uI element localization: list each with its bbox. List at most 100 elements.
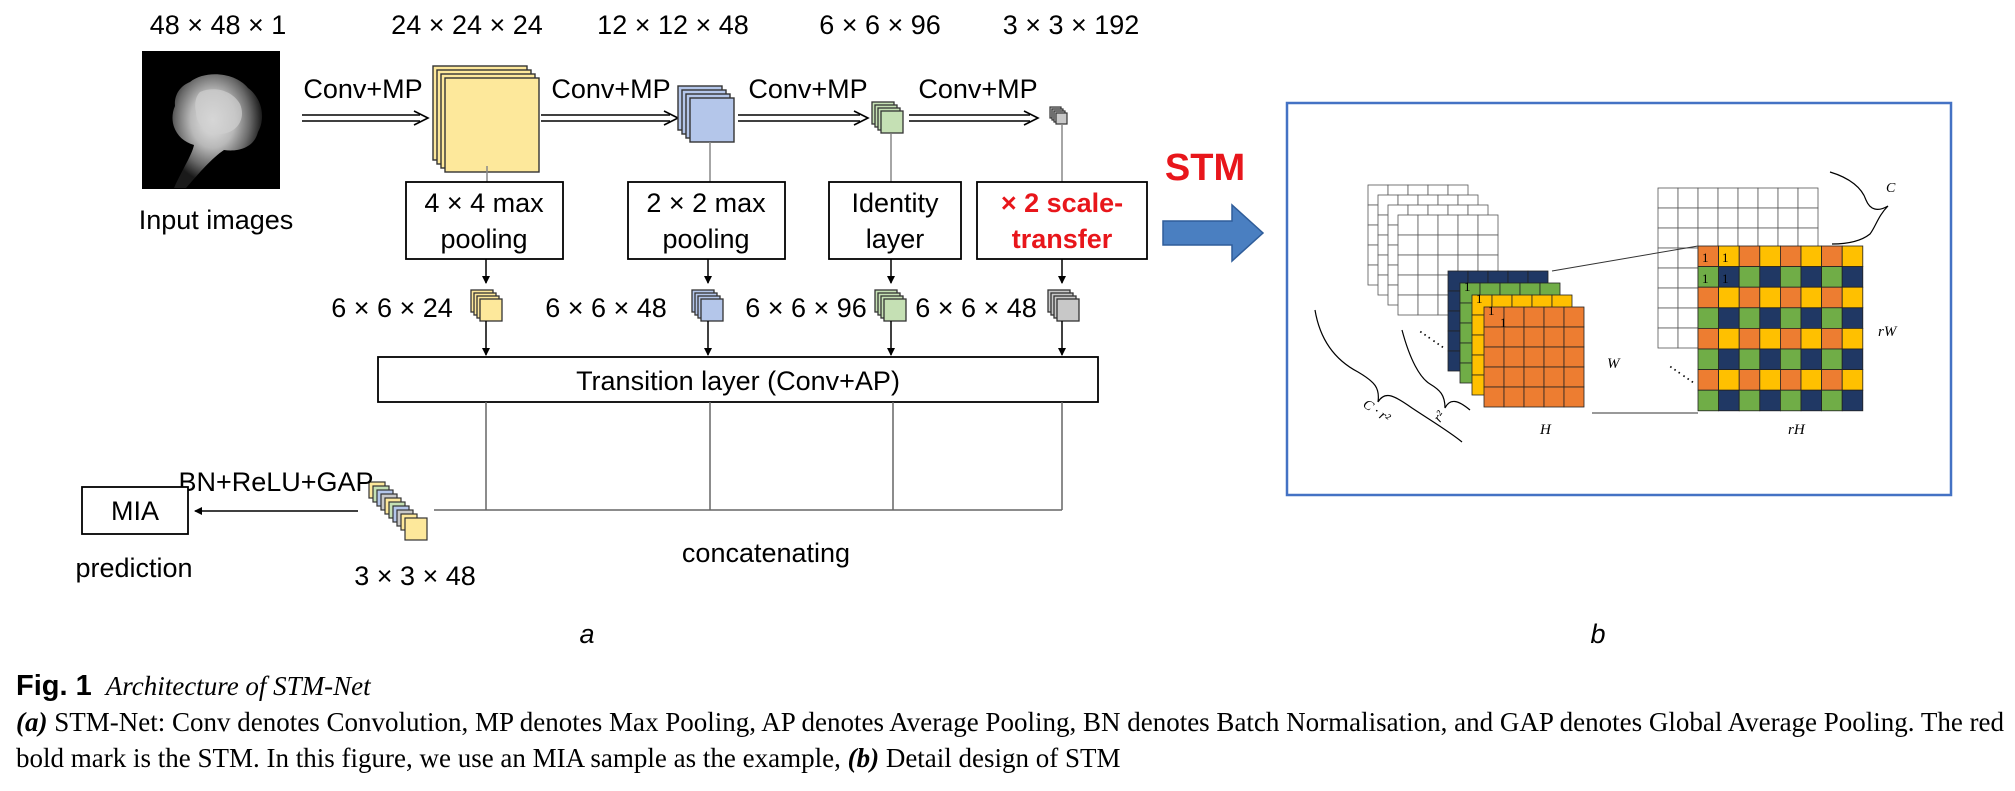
input-channel-cell bbox=[1503, 346, 1525, 368]
panel-b-label: b bbox=[1590, 619, 1605, 649]
output-white-cell bbox=[1757, 207, 1779, 229]
input-channel-cell bbox=[1483, 366, 1505, 388]
stage2-dims-label: 12 × 12 × 48 bbox=[597, 10, 749, 40]
transition-layer-label: Transition layer (Conv+AP) bbox=[576, 366, 900, 396]
branch-scale-transfer-line1: × 2 scale- bbox=[1001, 188, 1123, 218]
rh-label: rH bbox=[1788, 422, 1806, 438]
feature-map-stage4 bbox=[1049, 106, 1068, 125]
output-white-cell bbox=[1697, 187, 1719, 209]
input-channel-cell bbox=[1523, 386, 1545, 408]
output-shuffle-cell bbox=[1780, 286, 1802, 309]
output-white-cell bbox=[1657, 327, 1679, 349]
stm-mapping-lines bbox=[1551, 245, 1699, 414]
op-label-3: Conv+MP bbox=[748, 74, 867, 104]
output-shuffle-cell bbox=[1800, 389, 1823, 412]
output-shuffle-cell bbox=[1800, 286, 1823, 309]
feature-map-stage3 bbox=[871, 101, 904, 134]
output-shuffle-cell bbox=[1841, 348, 1864, 371]
branch-down-arrows bbox=[482, 259, 1066, 284]
output-shuffle-cell bbox=[1780, 348, 1802, 371]
output-shuffle-cell bbox=[1759, 327, 1781, 350]
output-shuffle-cell bbox=[1738, 286, 1761, 309]
stage1-dims-label: 24 × 24 × 24 bbox=[391, 10, 543, 40]
output-shuffle-cell bbox=[1738, 245, 1761, 268]
cell-index-1: 1 bbox=[1702, 271, 1709, 286]
output-shuffle-cell bbox=[1841, 307, 1864, 329]
input-channel-cell bbox=[1417, 214, 1439, 236]
output-shuffle-cell bbox=[1780, 389, 1802, 412]
branch-out-map-3 bbox=[874, 289, 907, 322]
output-shuffle-cell bbox=[1718, 389, 1740, 412]
output-shuffle-cell bbox=[1821, 389, 1843, 412]
output-white-cell bbox=[1697, 227, 1719, 249]
branch-maxpool4-line2: pooling bbox=[440, 224, 527, 254]
output-white-cell bbox=[1677, 327, 1699, 349]
input-channel-cell bbox=[1397, 234, 1419, 256]
caption-tag-a: (a) bbox=[16, 707, 48, 737]
output-white-cell bbox=[1657, 187, 1679, 209]
input-channel-cell bbox=[1563, 346, 1585, 368]
input-channel-cell bbox=[1563, 326, 1585, 348]
output-white-cell bbox=[1777, 187, 1799, 209]
head-feature-stack bbox=[368, 481, 428, 541]
cell-index-1: 1 bbox=[1488, 303, 1495, 318]
input-channel-cell bbox=[1563, 306, 1585, 328]
feature-map-stage1 bbox=[432, 65, 540, 173]
branch-box-maxpool2 bbox=[627, 181, 786, 260]
output-label: MIA bbox=[111, 496, 159, 526]
branch-scale-transfer-line2: transfer bbox=[1012, 224, 1113, 254]
output-white-cell bbox=[1737, 187, 1759, 209]
input-channel-cell bbox=[1523, 326, 1545, 348]
output-shuffle-cell bbox=[1718, 348, 1740, 371]
output-white-cell bbox=[1697, 207, 1719, 229]
output-shuffle-cell bbox=[1738, 369, 1761, 391]
cell-index-1: 1 bbox=[1476, 291, 1483, 306]
output-shuffle-cell bbox=[1780, 369, 1802, 391]
branch-maxpool2-line1: 2 × 2 max bbox=[646, 188, 766, 218]
cell-index-1: 1 bbox=[1722, 250, 1729, 265]
output-white-cell bbox=[1777, 227, 1799, 249]
branch-identity-line1: Identity bbox=[851, 188, 939, 218]
branch-out-map-1 bbox=[470, 289, 503, 322]
head-dims-label: 3 × 3 × 48 bbox=[354, 561, 476, 591]
output-shuffle-cell bbox=[1697, 327, 1720, 350]
branch-maxpool4-line1: 4 × 4 max bbox=[424, 188, 544, 218]
input-channel-cell bbox=[1543, 306, 1565, 328]
input-channel-cell bbox=[1483, 346, 1505, 368]
input-channel-cell bbox=[1543, 386, 1565, 408]
output-white-cell bbox=[1657, 227, 1679, 249]
input-channel-cell bbox=[1417, 274, 1439, 296]
input-channel-cell bbox=[1483, 326, 1505, 348]
concat-label: concatenating bbox=[682, 538, 850, 568]
output-white-cell bbox=[1757, 227, 1779, 249]
output-shuffle-cell bbox=[1738, 307, 1761, 329]
output-shuffle-cell bbox=[1759, 348, 1781, 371]
output-shuffle-cell bbox=[1800, 245, 1823, 268]
output-shuffle-cell bbox=[1780, 245, 1802, 268]
w-label: W bbox=[1607, 356, 1621, 372]
output-white-cell bbox=[1777, 207, 1799, 229]
panel-a: 48 × 48 × 1 24 × 24 × 24 12 × 12 × 48 6 … bbox=[75, 10, 1148, 649]
caption-body: (a) STM-Net: Conv denotes Convolution, M… bbox=[16, 704, 2006, 776]
output-shuffle-cell bbox=[1841, 327, 1864, 350]
output-white-cell bbox=[1677, 267, 1699, 289]
op-label-4: Conv+MP bbox=[918, 74, 1037, 104]
input-channel-cell bbox=[1503, 306, 1525, 328]
output-shuffle-cell bbox=[1738, 348, 1761, 371]
input-channel-cell bbox=[1543, 346, 1565, 368]
output-white-cell bbox=[1677, 187, 1699, 209]
output-shuffle-cell bbox=[1718, 286, 1740, 309]
output-shuffle-cell bbox=[1759, 307, 1781, 329]
output-shuffle-cell bbox=[1800, 327, 1823, 350]
output-shuffle-cell bbox=[1800, 348, 1823, 371]
output-white-cell bbox=[1717, 207, 1739, 229]
caption-text-a: STM-Net: Conv denotes Convolution, MP de… bbox=[16, 707, 2005, 773]
c-brace bbox=[1829, 171, 1889, 245]
output-shuffle-cell bbox=[1841, 286, 1864, 309]
output-shuffle-cell bbox=[1780, 307, 1802, 329]
output-shuffle-cell bbox=[1759, 286, 1781, 309]
